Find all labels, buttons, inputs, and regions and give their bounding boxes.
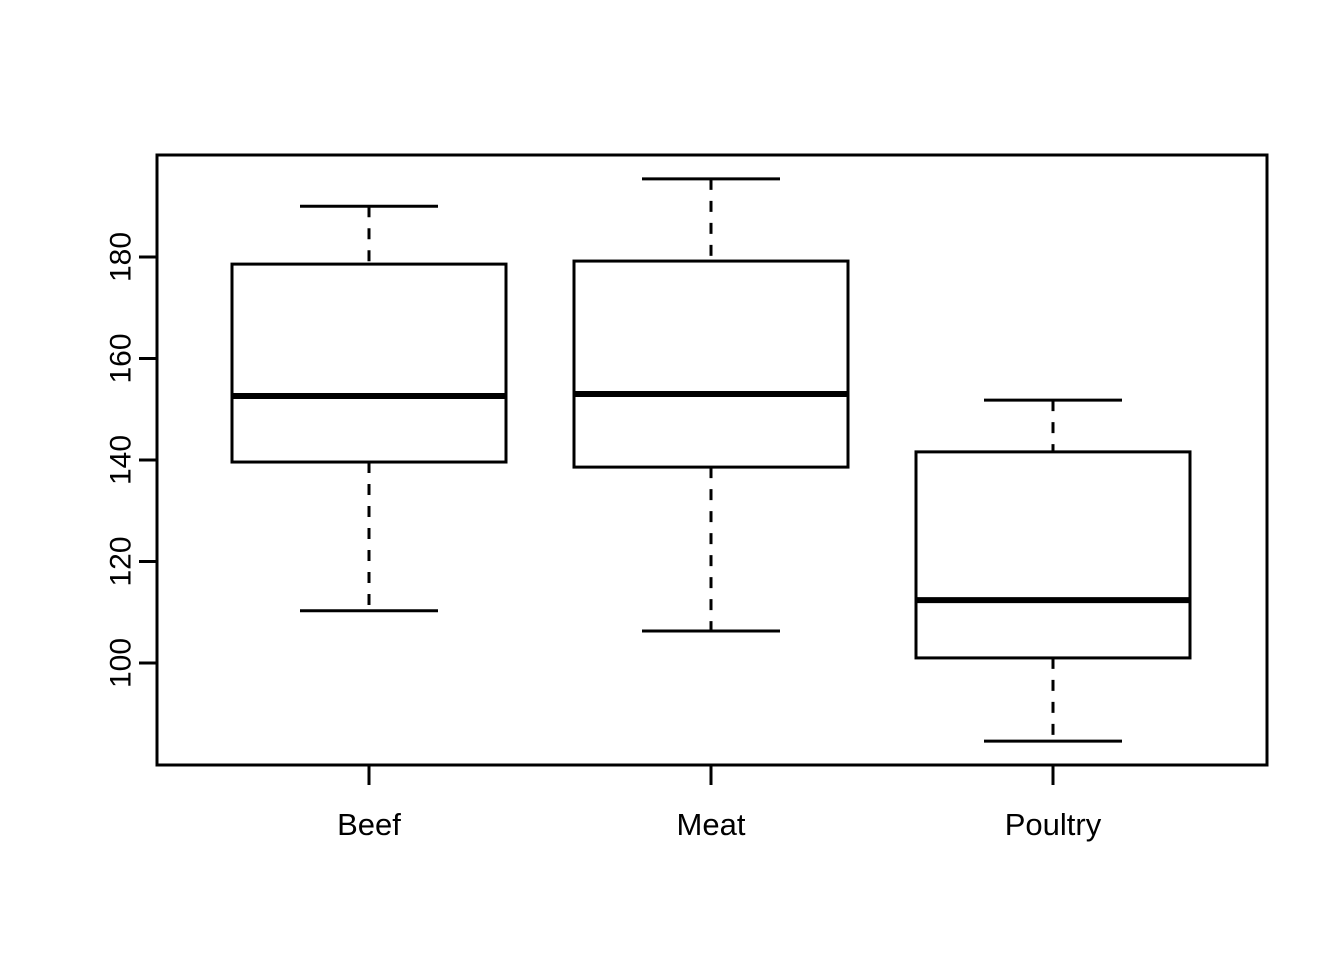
y-tick-label-140: 140 [105,435,138,485]
x-tick-label-poultry: Poultry [1005,807,1102,842]
y-tick-label-100: 100 [105,638,138,688]
y-tick-label-120: 120 [105,536,138,586]
x-axis: Beef Meat Poultry [337,765,1102,842]
x-tick-label-meat: Meat [677,807,746,842]
iqr-box-poultry [914,450,1192,660]
plot-frame [155,153,1269,767]
y-axis: 100 120 140 160 180 [105,232,157,688]
y-tick-label-160: 160 [105,333,138,383]
box-poultry [914,398,1192,743]
x-tick-label-beef: Beef [337,807,401,842]
box-series [230,177,1192,743]
iqr-box-beef [230,262,508,464]
box-meat [572,177,850,633]
iqr-box-meat [572,259,850,469]
y-tick-label-180: 180 [105,232,138,282]
box-beef [230,204,508,613]
